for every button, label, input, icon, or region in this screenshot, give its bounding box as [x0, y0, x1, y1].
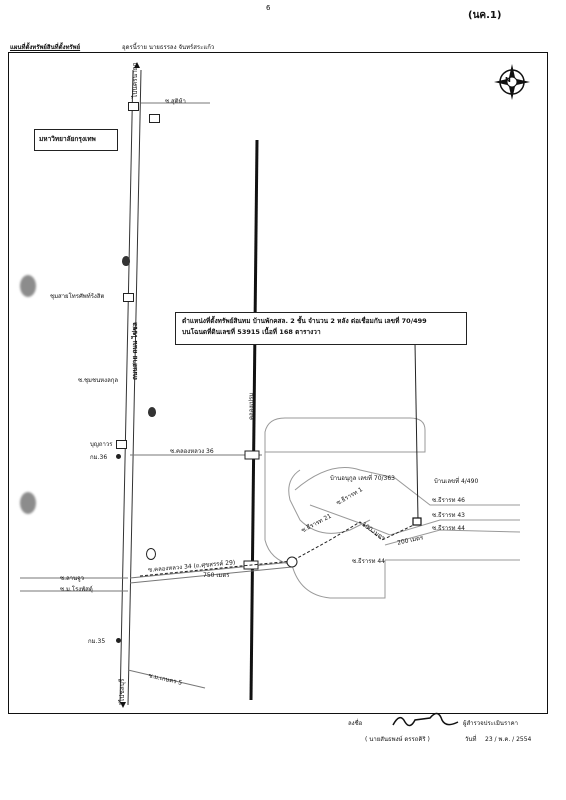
location-text: อุดรนี้ราย นายธรรลง จันทร์สระแก้ว	[122, 44, 215, 51]
estate-road-f	[264, 452, 293, 566]
route-path	[139, 521, 421, 577]
north-arrow	[134, 62, 140, 68]
school-label: บุญถาวร	[90, 441, 113, 448]
inner-road-5-label: ซ.ธีรารท 46	[432, 497, 465, 504]
hole-punch-top	[20, 275, 36, 297]
km35-marker	[116, 638, 121, 643]
km35-label: กม.35	[88, 638, 106, 645]
highway-edge-right	[127, 69, 142, 706]
soi-mid-label: ซ.ชุมชนหงลกุล	[78, 377, 119, 384]
shop-icon	[149, 114, 160, 123]
highway-name-label: ถนนสาย ถนน ไข่ชล	[131, 322, 139, 380]
km36-label: กม.36	[90, 454, 108, 461]
house-ref-label: บ้านอนุกูล เลขที่ 70/363	[330, 475, 396, 482]
south-arrow	[120, 702, 126, 708]
university-label: มหาวิทยาลัยกรุงเทพ	[39, 135, 96, 143]
highway-edge-left	[119, 69, 134, 706]
signature-date: 23 / พ.ค. / 2554	[485, 736, 532, 743]
property-marker	[412, 517, 422, 526]
soi-khlong-label: ซ.คลองหลวง 36	[170, 448, 214, 455]
signature-scribble	[392, 712, 459, 727]
signature-sign-label: ลงชื่อ	[348, 720, 363, 727]
inner-road-3-label: ซ.ธีรารท 44	[352, 558, 385, 565]
soi-chanuan-label: ซ.ลานจูว	[60, 575, 85, 582]
inner-road-6-label: ซ.ธีรารท 44	[432, 525, 465, 532]
compass-north-label: N	[505, 76, 511, 84]
form-code: (นค.1)	[468, 10, 502, 21]
lane-bottom	[127, 669, 206, 689]
university-box: มหาวิทยาลัยกรุงเทพ	[34, 129, 118, 151]
leader-line	[414, 342, 419, 521]
signature-role: ผู้สำรวจประเมินราคา	[463, 720, 518, 727]
estate-loop-a	[288, 469, 371, 534]
estate-road-e	[291, 560, 386, 599]
gas-station-icon	[146, 548, 156, 560]
soi-phatong-label: ซ.ม.โรงพัสดุ์	[60, 586, 93, 593]
km36-marker	[116, 454, 121, 459]
signature-name: ( นายสันธพงษ์ ดรรถคิริ )	[365, 736, 430, 743]
exchange-icon	[123, 293, 134, 302]
temple-icon-2	[148, 407, 156, 417]
building-icon	[128, 102, 139, 111]
page-number: 6	[266, 4, 271, 12]
map-frame	[8, 52, 548, 714]
estate-road-b	[309, 504, 520, 536]
hole-punch-bottom	[20, 492, 36, 514]
estate-block-top	[264, 417, 426, 453]
exchange-label: ชุมสายโทรศัพท์ร้งสิต	[50, 293, 105, 300]
temple-icon-1	[122, 256, 130, 266]
lane-main-a	[129, 561, 293, 579]
property-line-1: ตำแหน่งที่ตั้งทรัพย์สินทม บ้านพักคสล. 2 …	[182, 317, 427, 325]
canal-line	[249, 139, 259, 701]
bridge-1	[244, 450, 260, 460]
estate-road-a	[294, 467, 520, 506]
house-target-label: บ้านเลขที่ 4/490	[434, 478, 479, 485]
school-icon	[116, 440, 127, 449]
compass-center	[506, 76, 518, 88]
distance-label: 750 เมตร	[203, 572, 230, 579]
property-line-2: บนโฉนดที่ดินเลขที่ 53915 เนื้อที่ 168 ตา…	[182, 328, 321, 336]
signature-date-label: วันที่	[465, 736, 477, 743]
roundabout	[286, 556, 298, 568]
lane-main-b	[129, 566, 293, 584]
map-title: แผนที่ตั้งทรัพย์สินที่ตั้งทรัพย์	[10, 44, 81, 51]
highway-north-label: ไปนครนายก	[131, 62, 139, 98]
canal-label: คลองเปรม	[248, 392, 255, 420]
soi-top-label: ซ.สุติห้า	[165, 98, 186, 105]
property-label-box: ตำแหน่งที่ตั้งทรัพย์สินทม บ้านพักคสล. 2 …	[175, 312, 467, 345]
highway-south-label: ไปชลบุรี	[118, 678, 126, 702]
estate-road-c	[384, 529, 521, 546]
inner-road-7-label: ซ.ธีรารท 43	[432, 512, 465, 519]
